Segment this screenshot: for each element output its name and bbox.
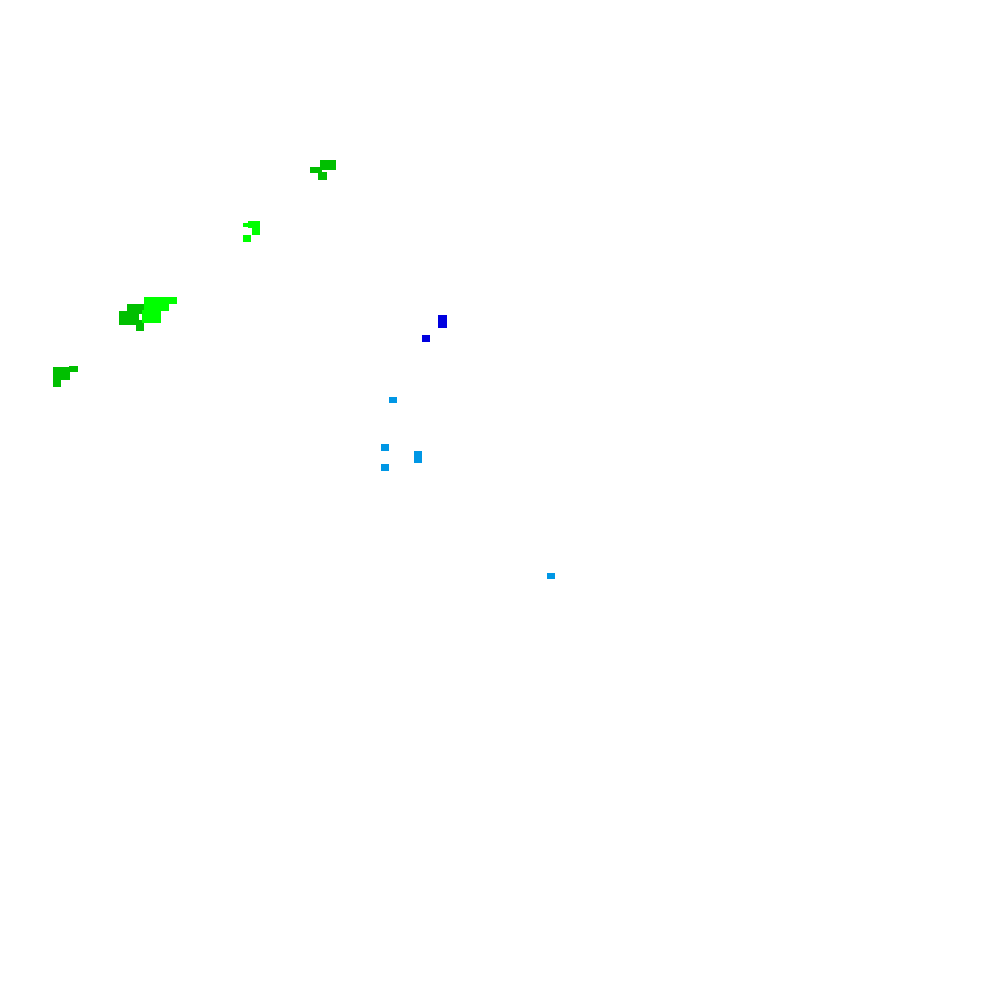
cluster-green-4-pixel-block	[53, 367, 70, 380]
cluster-blue-light-2	[381, 444, 422, 471]
cluster-blue-dark	[422, 315, 447, 342]
cluster-green-4-pixel-block	[69, 366, 78, 372]
cluster-blue-dark-pixel-block	[422, 335, 430, 342]
cluster-green-4	[53, 366, 78, 387]
cluster-green-3a-pixel-block	[119, 311, 139, 325]
cluster-green-2-pixel-block	[252, 227, 260, 235]
cluster-green-2-pixel-block	[248, 221, 260, 228]
pixel-marks	[53, 160, 555, 579]
cluster-green-3b-pixel-block	[144, 297, 177, 304]
cluster-green-3a-pixel-block	[136, 320, 144, 331]
cluster-blue-light-2-pixel-block	[381, 464, 389, 471]
cluster-green-2	[243, 221, 260, 242]
cluster-green-2-pixel-block	[243, 235, 251, 242]
cluster-green-3a-pixel-block	[127, 304, 145, 314]
cluster-green-3b-pixel-block	[142, 310, 161, 323]
cluster-green-4-pixel-block	[53, 379, 61, 387]
cluster-green-1-pixel-block	[318, 172, 327, 180]
cluster-blue-dark-pixel-block	[438, 315, 447, 328]
cluster-green-3a	[119, 304, 145, 331]
cluster-green-3b	[142, 297, 177, 323]
cluster-blue-light-3-pixel-block	[547, 573, 555, 579]
cluster-green-1-pixel-block	[320, 160, 336, 170]
cluster-green-1-pixel-block	[310, 167, 322, 173]
cluster-green-1	[310, 160, 336, 180]
cluster-blue-light-2-pixel-block	[381, 444, 389, 451]
cluster-blue-light-1	[389, 397, 397, 403]
cluster-green-3b-pixel-block	[144, 303, 169, 311]
cluster-green-2-pixel-block	[243, 223, 249, 227]
cluster-blue-light-3	[547, 573, 555, 579]
cluster-blue-light-2-pixel-block	[414, 451, 422, 463]
cluster-blue-light-1-pixel-block	[389, 397, 397, 403]
